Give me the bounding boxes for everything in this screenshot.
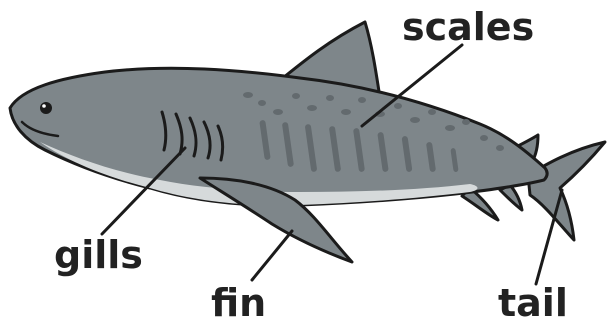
label-scales: scales (402, 8, 534, 46)
shark-eye (40, 102, 52, 114)
tail-fin (528, 142, 605, 240)
label-tail: tail (498, 284, 568, 322)
pointer-fin (252, 231, 292, 280)
label-gills: gills (54, 236, 143, 274)
label-fin: fin (211, 284, 266, 322)
